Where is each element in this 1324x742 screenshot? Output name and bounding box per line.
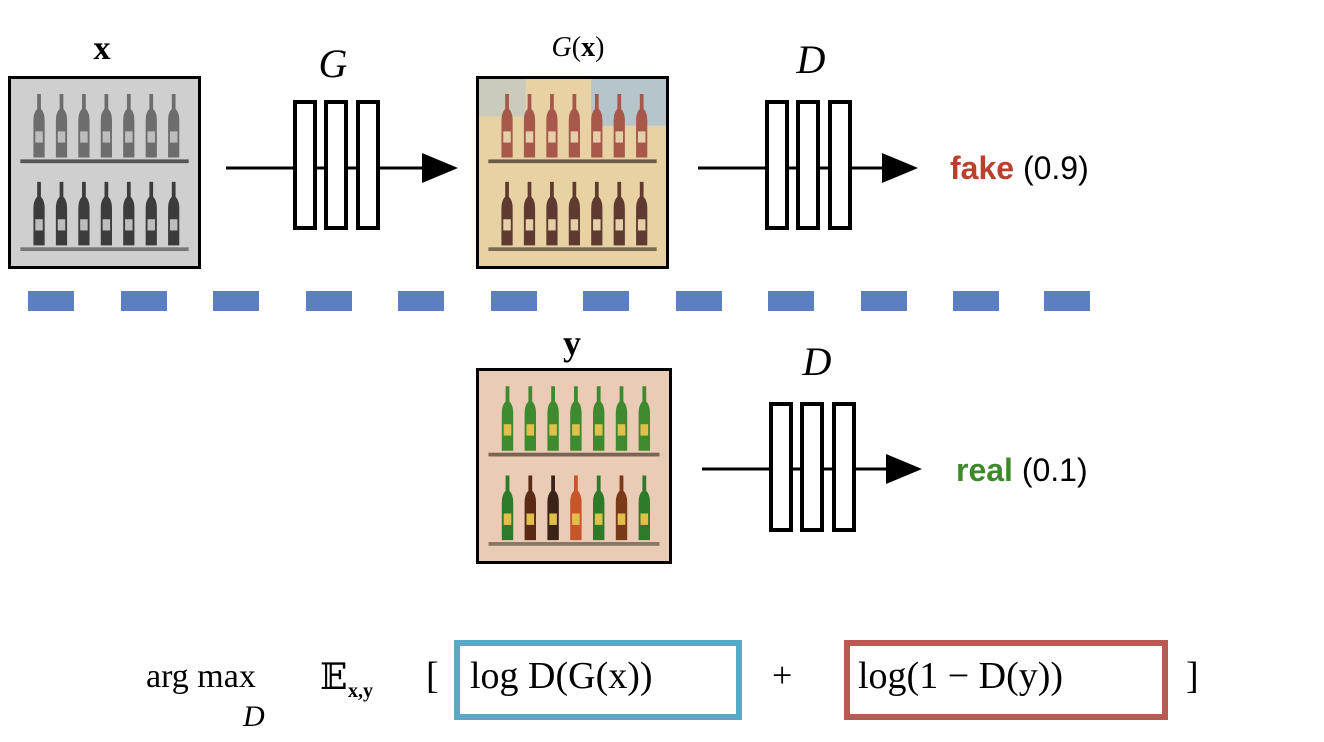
output-fake-word: fake	[950, 150, 1015, 186]
formula-open-bracket: [	[426, 655, 439, 697]
output-real-word: real	[956, 452, 1013, 488]
formula-term1-box	[454, 640, 742, 720]
generator-label: G	[318, 41, 348, 86]
generated-label: G(x)	[551, 32, 605, 63]
discriminator-network-icon	[698, 100, 918, 230]
formula-term2: log(1 − D(y))	[858, 655, 1064, 697]
formula-plus: +	[772, 655, 793, 695]
formula-term2-box	[844, 640, 1168, 720]
output-fake-score: (0.9)	[1022, 150, 1089, 186]
formula-argmax-subscript: D	[243, 700, 265, 733]
input-label-x: x	[93, 30, 111, 67]
output-real-score: (0.1)	[1021, 452, 1088, 488]
formula-argmax: arg max	[146, 658, 256, 695]
formula-close-bracket: ]	[1186, 655, 1199, 697]
real-input-label-y: y	[563, 323, 581, 363]
grayscale-bottles-image	[8, 76, 201, 269]
colorized-bottles-image	[476, 76, 669, 269]
discriminator-label-top: D	[796, 37, 826, 82]
discriminator-label-bottom: D	[802, 339, 832, 384]
real-bottles-image	[476, 368, 672, 564]
output-fake: fake (0.9)	[950, 150, 1089, 187]
discriminator-network-icon	[702, 402, 922, 532]
formula-expectation-subscript: x,y	[348, 680, 373, 702]
generator-network-icon	[226, 100, 458, 230]
formula-expectation: 𝔼	[320, 657, 348, 697]
output-real: real (0.1)	[956, 452, 1088, 489]
formula-term1: log D(G(x))	[470, 655, 653, 697]
